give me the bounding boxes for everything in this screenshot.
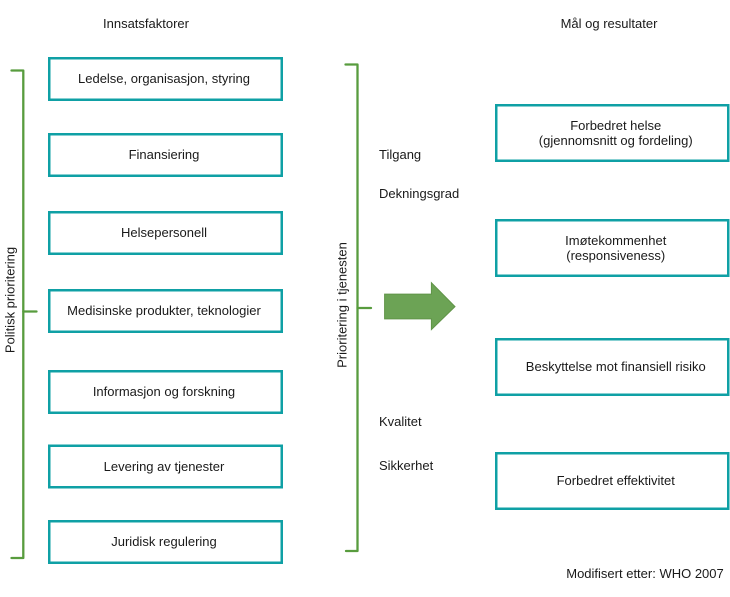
- left-box-helsepersonell: Helsepersonell: [121, 225, 207, 241]
- right-box-beskyttelse: Beskyttelse mot finansiell risiko: [525, 359, 706, 375]
- right-column-title: Mål og resultater: [560, 15, 658, 31]
- left-box-7-outline: [48, 520, 283, 564]
- right-box-forbedret-effektivitet: Forbedret effektivitet: [556, 473, 675, 489]
- left-box-5-outline: [48, 370, 283, 414]
- right-box-2-outline: [495, 219, 730, 277]
- mid-label-sikkerhet: Sikkerhet: [379, 457, 434, 473]
- left-box-medisinske-produkter: Medisinske produkter, teknologier: [67, 303, 261, 319]
- left-box-3-outline: [48, 211, 283, 255]
- left-box-ledelse: Ledelse, organisasjon, styring: [78, 71, 250, 87]
- left-bracket-label: Politisk prioritering: [2, 246, 18, 353]
- source-caption: Modifisert etter: WHO 2007: [566, 565, 724, 581]
- left-brace: [10, 69, 25, 560]
- box-outlines: [48, 57, 730, 564]
- left-box-finansiering: Finansiering: [128, 147, 200, 163]
- left-box-6-outline: [48, 444, 283, 489]
- mid-label-tilgang: Tilgang: [379, 146, 422, 162]
- left-box-informasjon-forskning: Informasjon og forskning: [92, 384, 236, 400]
- right-box-forbedret-helse: Forbedret helse (gjennomsnitt og fordeli…: [538, 117, 693, 149]
- mid-label-kvalitet: Kvalitet: [379, 413, 422, 429]
- left-box-levering-tjenester: Levering av tjenester: [103, 458, 225, 474]
- right-box-4-outline: [495, 452, 730, 510]
- right-box-imotekommenhet: Imøtekommenhet (responsiveness): [565, 232, 667, 264]
- left-box-2-outline: [48, 133, 283, 177]
- middle-bracket-label: Prioritering i tjenesten: [334, 242, 350, 368]
- right-box-3-outline: [495, 338, 730, 396]
- left-box-juridisk-regulering: Juridisk regulering: [111, 534, 217, 550]
- right-box-1-outline: [495, 104, 730, 162]
- left-box-4-outline: [48, 289, 283, 333]
- left-box-1-outline: [48, 57, 283, 101]
- right-arrow-icon: [384, 281, 456, 331]
- mid-label-dekningsgrad: Dekningsgrad: [379, 185, 460, 201]
- left-column-title: Innsatsfaktorer: [103, 15, 189, 31]
